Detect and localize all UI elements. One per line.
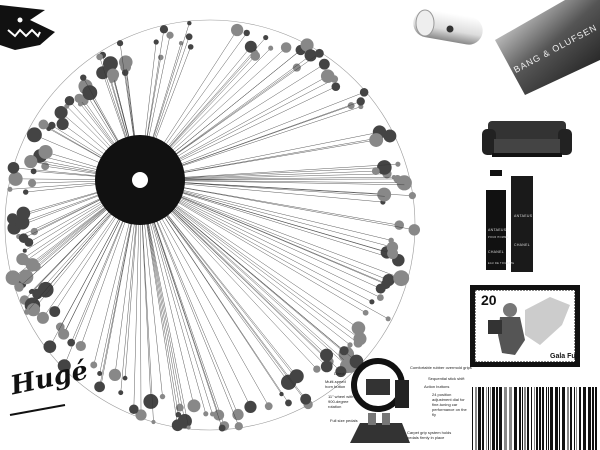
wheel-label: Sequential stick shift — [428, 376, 465, 381]
wheel-label: Carpet grip system holds pedals firmly i… — [407, 430, 452, 440]
wheel-label: Multi-speed horn button — [325, 379, 346, 389]
wheel-label: Comfortable rubber overmold grips — [410, 365, 472, 370]
perfume-bottles — [486, 170, 533, 272]
perfume-brand-2: CHANEL — [514, 243, 530, 247]
postage-stamp — [470, 285, 580, 367]
stamp-name: Gala Fuji — [550, 353, 580, 360]
wheel-label: Direct — [334, 371, 345, 376]
perfume-name-2: ANTAEUS — [514, 214, 533, 218]
barcode-icon — [472, 387, 597, 450]
bang-olufsen-ad — [495, 0, 600, 95]
perfume-name: ANTAEUS — [488, 228, 507, 232]
shark-icon — [0, 5, 55, 50]
apple-logo-icon — [446, 25, 454, 33]
perfume-subtitle: POUR HOMME — [488, 236, 509, 239]
wheel-label: Action buttons — [424, 384, 450, 389]
stamp-value: 20 — [481, 292, 497, 308]
apple-logo-icon — [132, 172, 148, 188]
sofa-icon — [482, 121, 572, 157]
apple-speaker — [413, 9, 483, 45]
wheel-label: Full size pedals — [330, 418, 358, 423]
signature-underline — [9, 404, 66, 416]
wheel-label: 11" wheel with 900-degree rotation — [328, 394, 354, 409]
perfume-type: EAU DE TOILETTE — [488, 262, 515, 265]
wheel-label: 24 position adjustment dial for fine-tun… — [432, 392, 467, 417]
perfume-brand: CHANEL — [488, 250, 504, 254]
network-globe — [4, 19, 421, 432]
steering-wheel — [350, 358, 410, 443]
